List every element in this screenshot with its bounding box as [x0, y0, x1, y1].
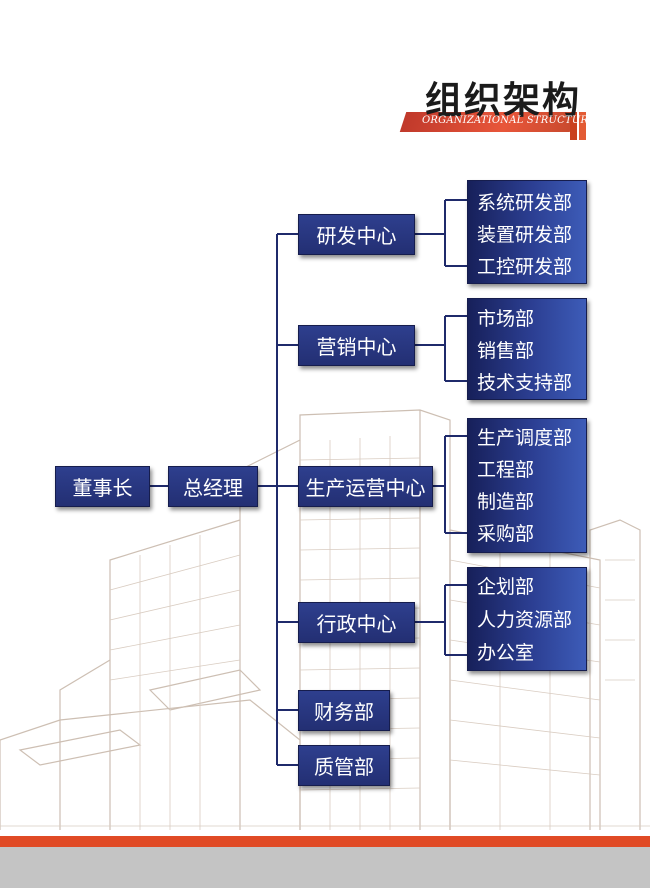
subdept-manufacturing: 制造部	[477, 491, 535, 513]
subdept-production-scheduling: 生产调度部	[477, 427, 573, 449]
footer-accent-stripe	[0, 836, 650, 847]
subdept-engineering: 工程部	[477, 459, 535, 481]
heading-ribbon-tail	[570, 112, 577, 140]
subdept-sales: 销售部	[477, 340, 535, 362]
department-rd-center: 研发中心	[298, 214, 415, 255]
subgroup-operations: 生产调度部 工程部 制造部 采购部	[467, 418, 587, 553]
chairman-box: 董事长	[55, 466, 150, 507]
subdept-hr: 人力资源部	[477, 609, 573, 631]
general-manager-box: 总经理	[168, 466, 258, 507]
footer-band	[0, 847, 650, 888]
department-admin-center: 行政中心	[298, 602, 415, 643]
subgroup-sales: 市场部 销售部 技术支持部	[467, 298, 587, 400]
department-sales-center: 营销中心	[298, 325, 415, 366]
heading-ribbon-tail-accent	[579, 112, 586, 140]
page-title: 组织架构	[425, 78, 581, 122]
page-heading: 组织架构 ORGANIZATIONAL STRUCTURE	[398, 70, 598, 145]
subdept-procurement: 采购部	[477, 523, 535, 545]
subdept-market: 市场部	[477, 308, 535, 330]
subdept-tech-support: 技术支持部	[477, 372, 573, 394]
subdept-control-rd: 工控研发部	[477, 256, 573, 278]
subdept-office: 办公室	[477, 642, 535, 664]
subdept-planning: 企划部	[477, 576, 535, 598]
page-subtitle: ORGANIZATIONAL STRUCTURE	[422, 115, 596, 126]
department-quality: 质管部	[298, 745, 390, 786]
subdept-system-rd: 系统研发部	[477, 192, 573, 214]
subgroup-admin: 企划部 人力资源部 办公室	[467, 567, 587, 671]
subdept-device-rd: 装置研发部	[477, 224, 573, 246]
department-operations-center: 生产运营中心	[298, 466, 433, 507]
department-finance: 财务部	[298, 690, 390, 731]
subgroup-rd: 系统研发部 装置研发部 工控研发部	[467, 180, 587, 284]
